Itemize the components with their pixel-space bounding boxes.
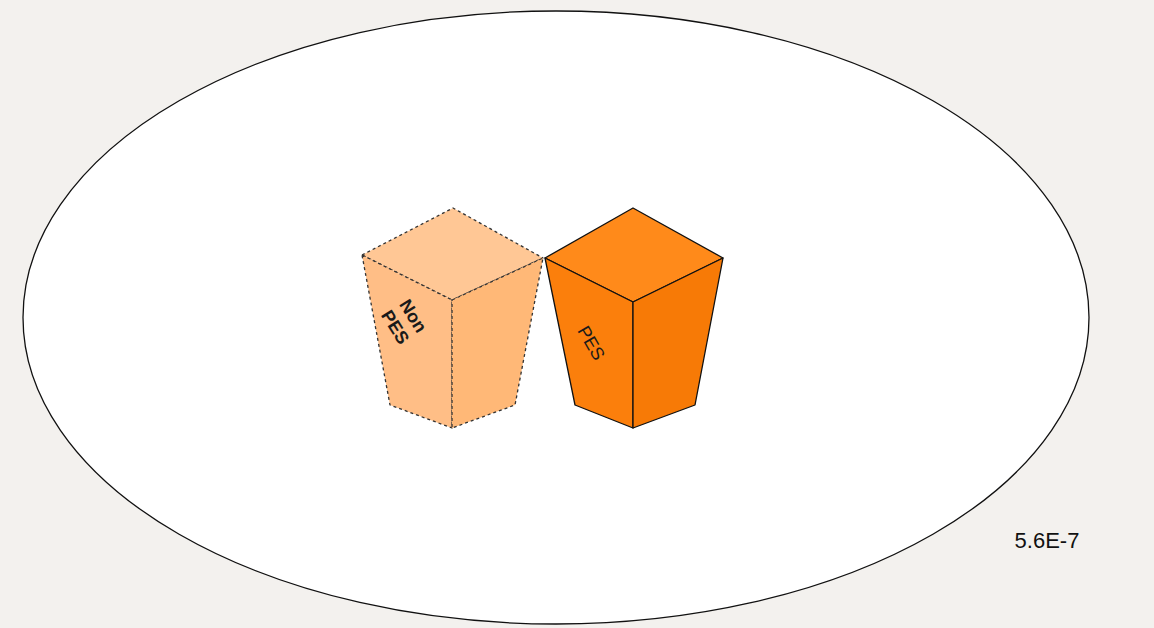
- prism-face: [362, 255, 452, 428]
- prism-face: [545, 258, 633, 428]
- prism-face: [452, 258, 543, 428]
- non-pes-prism: Non PES: [360, 205, 547, 432]
- region-ellipse: Non PESPES5.6E-7: [22, 10, 1090, 625]
- ellipse-outline: [22, 10, 1090, 625]
- prism-face: [633, 258, 723, 428]
- ellipse-line: [23, 11, 1089, 624]
- value-label: 5.6E-7: [977, 528, 1117, 553]
- prism-shape: [543, 205, 728, 432]
- pes-prism: PES: [543, 205, 728, 432]
